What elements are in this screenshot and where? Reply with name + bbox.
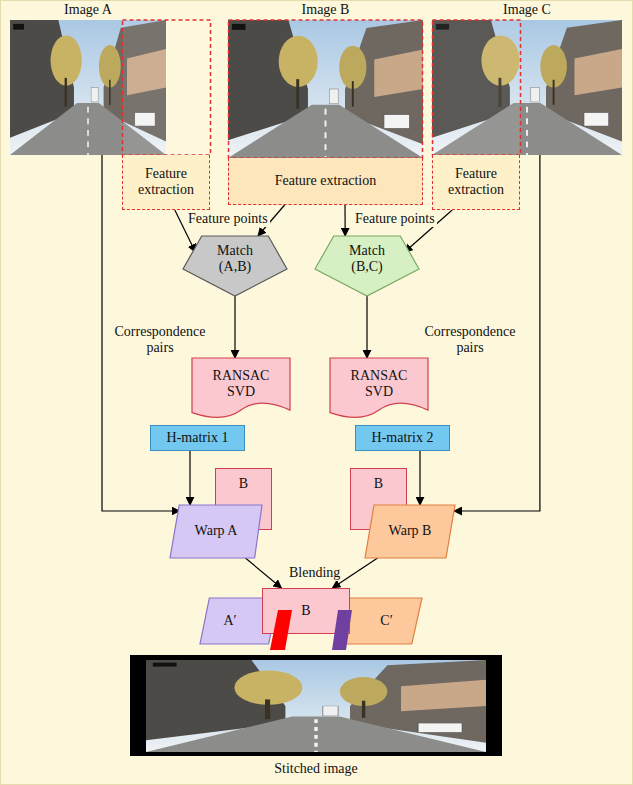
flow-label: Correspondence pairs <box>416 324 524 356</box>
text-holder: Image C <box>432 2 622 19</box>
flow-arrow <box>366 296 367 358</box>
text-holder: Image A <box>10 2 166 19</box>
text-holder: Warp B <box>365 505 455 558</box>
ransac-svd-box: RANSAC SVD <box>192 358 290 420</box>
warp-box: Warp A <box>170 505 262 558</box>
text-holder: H-matrix 1 <box>151 426 244 450</box>
node-text: Image C <box>503 2 551 18</box>
box-outline <box>315 236 419 296</box>
stitched-image: Stitched image <box>130 655 502 780</box>
node-text: B <box>301 603 310 619</box>
node-text: Feature extraction <box>436 166 516 198</box>
text-holder: Image B <box>228 2 423 19</box>
box-outline <box>330 358 428 417</box>
node-text: H-matrix 1 <box>167 430 229 446</box>
h-matrix-box: H-matrix 1 <box>150 425 245 451</box>
node-text: H-matrix 2 <box>372 430 434 446</box>
node-text: B <box>374 476 383 492</box>
node-text: Feature extraction <box>275 173 376 189</box>
text-holder: Stitched image <box>130 760 502 778</box>
blend-seam <box>270 610 292 650</box>
input-image: Image C <box>432 0 622 155</box>
feature-extraction-box: Feature extraction <box>228 158 423 205</box>
feature-extraction-box: Feature extraction <box>122 155 210 210</box>
node-text: Image B <box>302 2 350 18</box>
warp-box: Warp B <box>365 505 455 558</box>
roi-dashed-frame <box>229 20 423 158</box>
reference-image-box: B <box>262 588 350 634</box>
node-text: Warp B <box>389 523 432 539</box>
input-image: Image B <box>228 0 423 158</box>
flow-label: Feature points <box>353 211 437 227</box>
node-text: A′ <box>223 613 236 629</box>
text-holder: Feature extraction <box>433 155 519 209</box>
box-outline <box>365 505 455 558</box>
feature-extraction-box: Feature extraction <box>432 155 520 210</box>
text-holder: Feature extraction <box>229 158 422 204</box>
box-outline <box>337 598 422 644</box>
flow-arrow <box>245 558 281 588</box>
box-outline <box>170 505 262 558</box>
text-holder: B <box>351 476 406 492</box>
flow-arrow <box>344 205 345 236</box>
text-holder: RANSAC SVD <box>192 358 290 410</box>
text-holder: C′ <box>351 598 422 644</box>
text-holder: B <box>262 588 350 634</box>
match-pentagon: Match (B,C) <box>315 236 419 296</box>
node-text: Warp A <box>195 523 238 539</box>
panorama-frame <box>130 655 502 756</box>
text-holder: Feature extraction <box>123 155 209 209</box>
input-image: Image A <box>10 0 166 155</box>
text-holder: H-matrix 2 <box>356 426 449 450</box>
flow-label: Feature points <box>186 211 270 227</box>
flow-label: Blending <box>287 565 342 581</box>
flow-arrow <box>419 451 420 505</box>
text-holder: Match (A,B) <box>183 236 287 282</box>
panorama-photo <box>146 660 486 752</box>
text-holder: RANSAC SVD <box>330 358 428 410</box>
text-holder: A′ <box>200 598 260 644</box>
ransac-svd-box: RANSAC SVD <box>330 358 428 420</box>
node-text: Feature extraction <box>126 166 206 198</box>
node-text: B <box>239 476 248 492</box>
node-text: RANSAC SVD <box>346 368 412 400</box>
text-holder: B <box>216 476 271 492</box>
input-photo <box>432 20 622 155</box>
roi-dashed-frame <box>433 20 521 155</box>
match-pentagon: Match (A,B) <box>183 236 287 296</box>
node-text: Image A <box>64 2 112 18</box>
node-text: C′ <box>380 613 392 629</box>
flow-arrow <box>234 296 235 358</box>
flow-label: Correspondence pairs <box>106 324 214 356</box>
flow-arrow <box>189 451 190 505</box>
node-text: Match (A,B) <box>204 243 266 275</box>
box-outline <box>192 358 290 417</box>
text-holder: Match (B,C) <box>315 236 419 282</box>
node-text: RANSAC SVD <box>208 368 274 400</box>
box-outline <box>183 236 287 296</box>
node-text: Stitched image <box>274 761 358 777</box>
node-text: Match (B,C) <box>336 243 398 275</box>
roi-dashed-frame <box>123 20 211 155</box>
h-matrix-box: H-matrix 2 <box>355 425 450 451</box>
text-holder: Warp A <box>170 505 262 558</box>
input-photo <box>228 20 423 158</box>
